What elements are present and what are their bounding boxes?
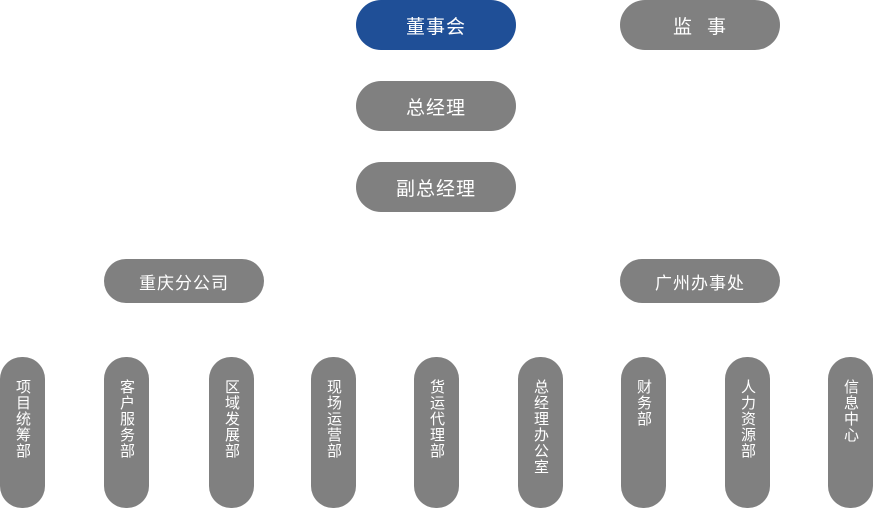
department-node: 项目统筹部 [0,357,45,508]
department-label: 客户服务部 [118,379,136,459]
department-label: 信息中心 [842,379,860,443]
guangzhou-office-node: 广州办事处 [620,259,780,303]
general-manager-label: 总经理 [405,96,466,119]
board-node: 董事会 [356,0,516,50]
department-label: 人力资源部 [739,379,757,459]
department-node: 现场运营部 [311,357,356,508]
deputy-general-manager-label: 副总经理 [395,177,476,200]
department-label: 总经理办公室 [532,379,550,475]
general-manager-node: 总经理 [356,81,516,131]
guangzhou-office-label: 广州办事处 [655,273,745,294]
department-node: 区域发展部 [209,357,254,508]
board-label: 董事会 [405,15,466,38]
department-label: 货运代理部 [428,379,446,459]
supervisor-node: 监 事 [620,0,780,50]
department-node: 人力资源部 [725,357,770,508]
department-node: 财务部 [621,357,666,508]
department-label: 财务部 [635,379,653,427]
department-label: 现场运营部 [325,379,343,459]
department-node: 货运代理部 [414,357,459,508]
department-label: 区域发展部 [223,379,241,459]
department-node: 客户服务部 [104,357,149,508]
department-node: 信息中心 [828,357,873,508]
department-label: 项目统筹部 [14,379,32,459]
chongqing-branch-node: 重庆分公司 [104,259,264,303]
chongqing-branch-label: 重庆分公司 [139,273,229,294]
supervisor-label: 监 事 [672,15,728,38]
department-node: 总经理办公室 [518,357,563,508]
deputy-general-manager-node: 副总经理 [356,162,516,212]
